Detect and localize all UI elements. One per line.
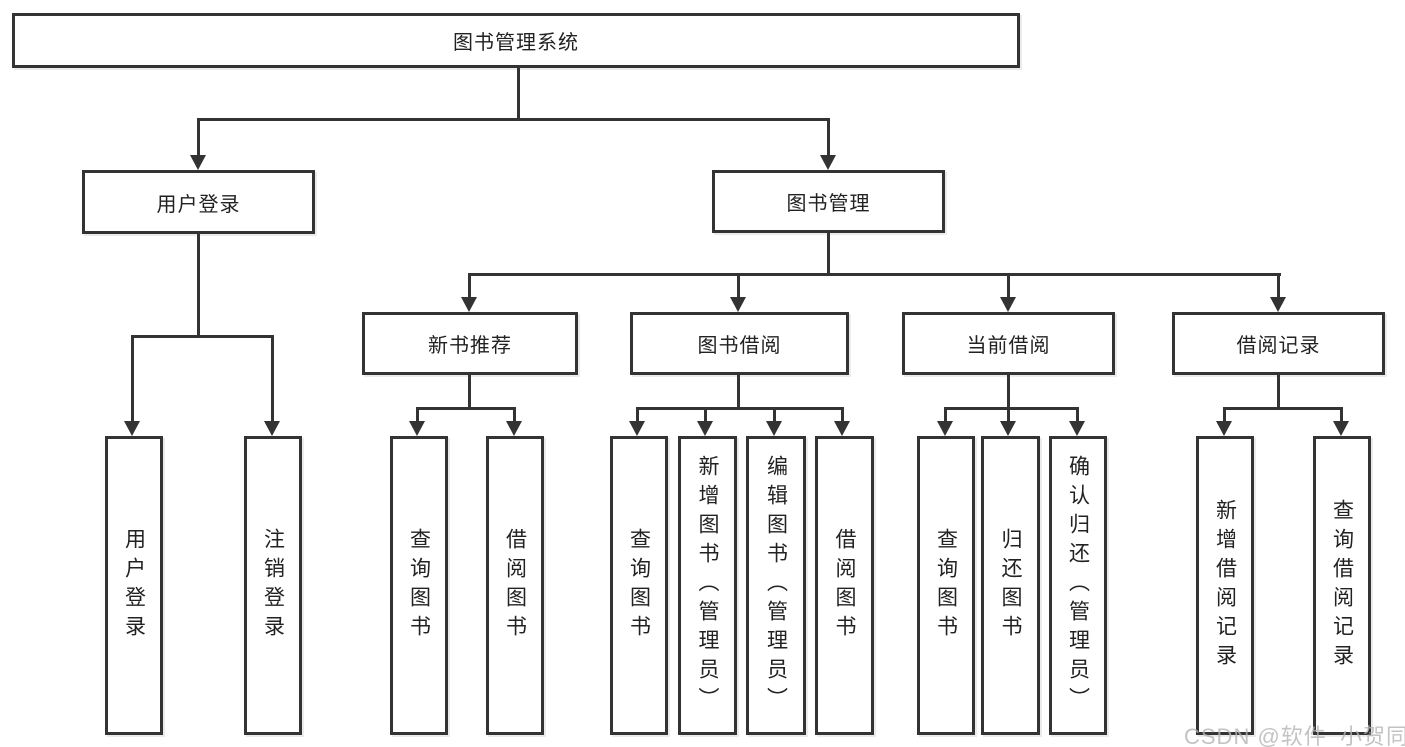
connector bbox=[1007, 407, 1010, 422]
node-book-management: 图书管理 bbox=[712, 170, 945, 233]
leaf-label: 注销登录 bbox=[261, 527, 285, 644]
leaf-label: 查询图书 bbox=[407, 527, 431, 644]
connector bbox=[468, 375, 471, 408]
arrow-down-icon bbox=[1216, 421, 1232, 436]
leaf-label: 借阅图书 bbox=[833, 527, 856, 644]
node-book-borrow: 图书借阅 bbox=[630, 312, 849, 375]
connector bbox=[1223, 407, 1343, 410]
connector bbox=[1007, 273, 1010, 298]
node-book-management-label: 图书管理 bbox=[786, 193, 871, 215]
node-current-borrow: 当前借阅 bbox=[902, 312, 1115, 375]
leaf-add-book-admin: 新增图书（管理员） bbox=[678, 436, 737, 735]
leaf-borrow-book-1: 借阅图书 bbox=[486, 436, 544, 735]
connector bbox=[416, 407, 516, 410]
arrow-down-icon bbox=[506, 421, 522, 436]
connector bbox=[131, 335, 274, 338]
leaf-label: 借阅图书 bbox=[503, 527, 527, 644]
connector bbox=[1340, 407, 1343, 422]
leaf-add-borrow-record: 新增借阅记录 bbox=[1196, 436, 1254, 735]
node-book-borrow-label: 图书借阅 bbox=[697, 335, 782, 357]
connector bbox=[468, 273, 1281, 276]
arrow-down-icon bbox=[1000, 421, 1016, 436]
connector bbox=[827, 118, 830, 156]
connector bbox=[841, 407, 844, 422]
leaf-confirm-return-admin: 确认归还（管理员） bbox=[1049, 436, 1107, 735]
connector bbox=[704, 407, 707, 422]
connector bbox=[131, 335, 134, 422]
leaf-borrow-book-2: 借阅图书 bbox=[815, 436, 874, 735]
leaf-label: 新增图书（管理员） bbox=[696, 455, 719, 716]
arrow-down-icon bbox=[937, 421, 953, 436]
leaf-logout: 注销登录 bbox=[244, 436, 302, 735]
leaf-query-borrow-record: 查询借阅记录 bbox=[1313, 436, 1371, 735]
arrow-down-icon bbox=[834, 421, 850, 436]
leaf-label: 查询借阅记录 bbox=[1330, 498, 1354, 673]
connector bbox=[773, 407, 776, 422]
connector bbox=[416, 407, 419, 422]
node-user-login-label: 用户登录 bbox=[156, 193, 241, 216]
node-borrow-record-label: 借阅记录 bbox=[1236, 335, 1321, 357]
leaf-edit-book-admin: 编辑图书（管理员） bbox=[746, 436, 806, 735]
arrow-down-icon bbox=[1333, 421, 1349, 436]
connector bbox=[271, 335, 274, 422]
node-root: 图书管理系统 bbox=[12, 13, 1020, 68]
connector bbox=[737, 273, 740, 298]
connector bbox=[737, 375, 740, 408]
leaf-label: 编辑图书（管理员） bbox=[764, 455, 788, 716]
connector bbox=[1277, 375, 1280, 408]
leaf-label: 查询图书 bbox=[627, 527, 651, 644]
arrow-down-icon bbox=[697, 421, 713, 436]
arrow-down-icon bbox=[629, 421, 645, 436]
leaf-return-book: 归还图书 bbox=[981, 436, 1040, 735]
connector bbox=[944, 407, 947, 422]
connector bbox=[827, 233, 830, 273]
arrow-down-icon bbox=[730, 297, 746, 312]
arrow-down-icon bbox=[1069, 421, 1085, 436]
arrow-down-icon bbox=[1270, 297, 1286, 312]
node-root-label: 图书管理系统 bbox=[453, 32, 579, 54]
node-new-book-recommend: 新书推荐 bbox=[362, 312, 578, 375]
leaf-label: 新增借阅记录 bbox=[1213, 498, 1237, 673]
leaf-label: 用户登录 bbox=[122, 527, 146, 644]
connector bbox=[468, 273, 471, 298]
node-borrow-record: 借阅记录 bbox=[1172, 312, 1385, 375]
connector bbox=[517, 68, 520, 118]
arrow-down-icon bbox=[190, 155, 206, 170]
leaf-query-book-3: 查询图书 bbox=[917, 436, 975, 735]
connector bbox=[197, 118, 830, 121]
connector bbox=[197, 234, 200, 335]
connector bbox=[197, 118, 200, 156]
leaf-query-book-1: 查询图书 bbox=[390, 436, 448, 735]
arrow-down-icon bbox=[461, 297, 477, 312]
leaf-label: 确认归还（管理员） bbox=[1066, 455, 1090, 716]
arrow-down-icon bbox=[124, 421, 140, 436]
connector bbox=[513, 407, 516, 422]
arrow-down-icon bbox=[1000, 297, 1016, 312]
node-new-book-recommend-label: 新书推荐 bbox=[428, 335, 512, 357]
arrow-down-icon bbox=[264, 421, 280, 436]
node-user-login: 用户登录 bbox=[82, 170, 315, 234]
csdn-watermark: CSDN @软件_小贺同学 bbox=[1184, 724, 1405, 747]
leaf-user-login: 用户登录 bbox=[105, 436, 163, 735]
connector bbox=[1223, 407, 1226, 422]
leaf-label: 查询图书 bbox=[934, 527, 958, 644]
arrow-down-icon bbox=[409, 421, 425, 436]
node-current-borrow-label: 当前借阅 bbox=[966, 335, 1051, 357]
leaf-query-book-2: 查询图书 bbox=[610, 436, 668, 735]
connector bbox=[1277, 273, 1280, 298]
arrow-down-icon bbox=[820, 155, 836, 170]
connector bbox=[636, 407, 844, 410]
connector bbox=[1007, 375, 1010, 408]
connector bbox=[1076, 407, 1079, 422]
connector bbox=[944, 407, 1079, 410]
connector bbox=[636, 407, 639, 422]
leaf-label: 归还图书 bbox=[999, 527, 1022, 644]
arrow-down-icon bbox=[766, 421, 782, 436]
